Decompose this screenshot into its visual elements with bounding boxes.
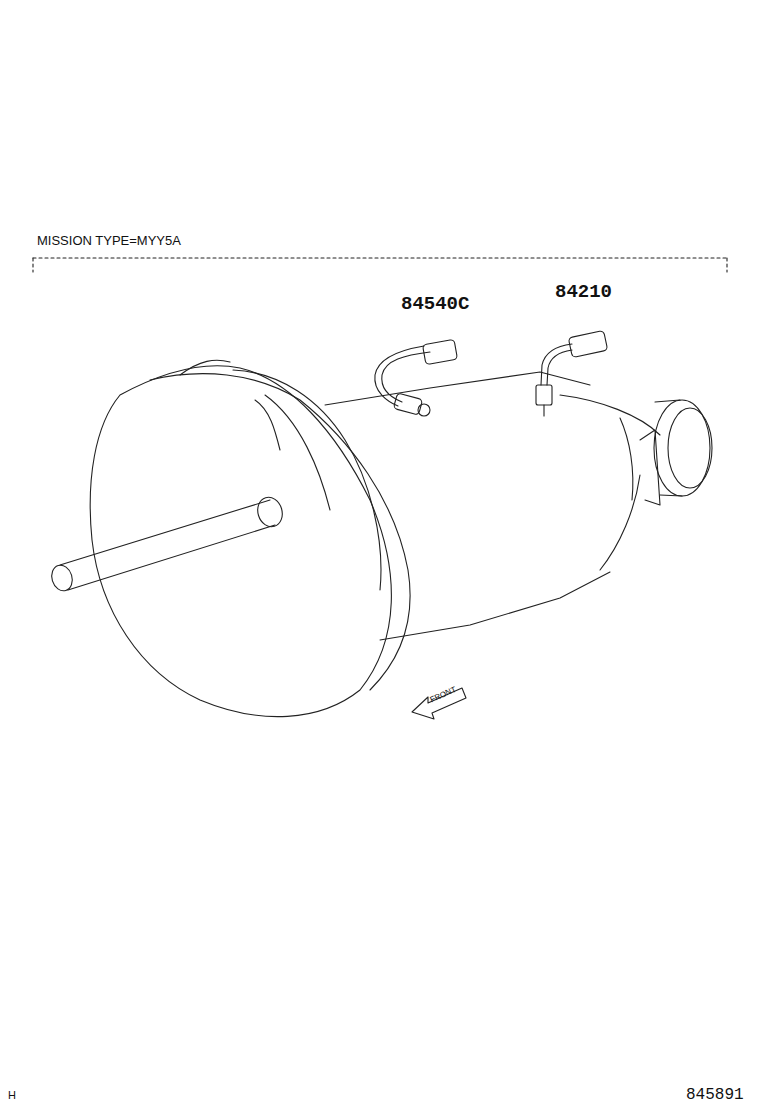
bell-housing	[90, 360, 410, 716]
input-shaft	[49, 494, 286, 593]
group-heading: MISSION TYPE=MYY5A	[37, 234, 181, 247]
group-bracket	[33, 258, 727, 272]
figure-number: 845891	[686, 1087, 744, 1103]
direction-label: FRONT	[429, 686, 457, 705]
part-number: 84210	[555, 283, 612, 302]
transmission-case	[325, 372, 660, 640]
output-flange	[654, 400, 712, 496]
switch-sensor	[536, 330, 608, 416]
speed-sensor	[375, 339, 458, 416]
part-number: 84540C	[401, 295, 469, 314]
page-code: H	[8, 1090, 16, 1101]
